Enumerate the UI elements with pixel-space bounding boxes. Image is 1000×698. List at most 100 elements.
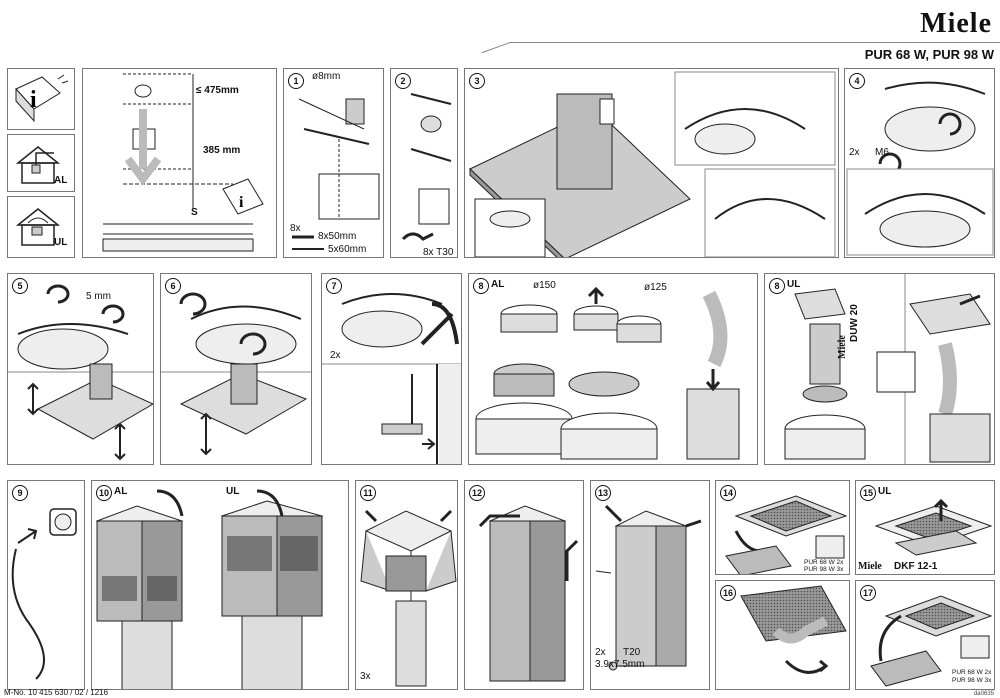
step-number: 5	[12, 278, 28, 294]
step-number: 1	[288, 73, 304, 89]
step-number: 16	[720, 585, 736, 601]
svg-text:i: i	[30, 87, 37, 113]
nut-qty: 2x	[849, 147, 860, 158]
filter-count-pur98: PUR 98 W 3x	[952, 677, 992, 684]
type-al-tag: AL	[491, 279, 505, 290]
dimension-bracket-height: 385 mm	[203, 145, 241, 156]
svg-text:i: i	[239, 194, 244, 211]
part-number: DUW 20	[849, 304, 860, 342]
step-17-panel: 17 PUR 68 W 2x PUR 98 W 3x	[855, 580, 995, 690]
recirculation-module-drawing	[784, 274, 991, 464]
step-6-panel: 6	[160, 273, 312, 465]
step-number: 10	[96, 485, 112, 501]
header-rule	[510, 42, 1000, 43]
step-5-panel: 5 5 mm	[7, 273, 154, 465]
step-7-panel: 7 2x	[321, 273, 462, 465]
height-adjust-drawing	[8, 284, 153, 461]
type-ul-tag: UL	[787, 279, 801, 290]
document-number: M-No. 10 415 630 / 02 / 1216	[4, 688, 109, 697]
dimension-s: S	[191, 207, 198, 218]
step-number: 2	[395, 73, 411, 89]
filter-count-pur68: PUR 68 W 2x	[804, 559, 844, 566]
plug-qty: 8x	[290, 223, 301, 234]
step-8-al-panel: 8 AL ø150 ø125	[468, 273, 758, 465]
part-number: DKF 12-1	[894, 561, 938, 572]
step-number: 3	[469, 73, 485, 89]
duct-diameter-125: ø125	[644, 282, 667, 293]
step-number: 12	[469, 485, 485, 501]
tighten-nuts-drawing	[846, 81, 994, 256]
part-brand: Miele	[858, 561, 882, 572]
type-ul-panel: UL	[7, 196, 75, 258]
screw-qty: 2x	[595, 647, 606, 658]
step-11-panel: 11 3x	[355, 480, 458, 690]
duct-adapter-drawing	[475, 286, 740, 460]
step-15-ul-panel: 15 UL Miele DKF 12-1	[855, 480, 995, 575]
plug-size: 8x50mm	[318, 231, 357, 242]
extraction-mode-icon	[15, 146, 61, 184]
step-number: 8	[769, 278, 785, 294]
screw-qty: 3x	[360, 671, 371, 682]
filter-count-pur68: PUR 68 W 2x	[952, 669, 992, 676]
manual-info-icon: i	[15, 74, 69, 123]
type-al-panel: AL	[7, 134, 75, 192]
type-al-label: AL	[54, 175, 68, 186]
type-al-tag: AL	[114, 486, 128, 497]
step-9-panel: 9	[7, 480, 85, 690]
filter-count-pur98: PUR 98 W 3x	[804, 566, 844, 573]
chimney-fold-drawing	[360, 509, 457, 687]
chimney-install-drawing	[95, 489, 324, 689]
step-10-panel: 10 AL UL	[91, 480, 349, 690]
torx-tool: 8x T30	[423, 247, 454, 258]
header-rule	[481, 42, 511, 54]
wall-bracket-drawing	[401, 93, 452, 241]
screw-size: 3.9x7.5mm	[595, 659, 645, 670]
drill-diameter: ø8mm	[312, 71, 341, 82]
filter-refit-drawing	[870, 595, 993, 687]
torx-tool: T20	[623, 647, 641, 658]
screw-qty: 2x	[330, 350, 341, 361]
part-brand: Miele	[837, 335, 848, 359]
step-number: 14	[720, 485, 736, 501]
step-16-panel: 16	[715, 580, 850, 690]
duct-diameter-150: ø150	[533, 280, 556, 291]
upper-chimney-drawing	[478, 505, 579, 682]
dimensions-panel: i ≤ 475mm 385 mm S	[82, 68, 277, 258]
step-number: 15	[860, 485, 876, 501]
screw-size: 5x60mm	[328, 244, 367, 255]
brand-logo: Miele	[920, 8, 992, 39]
step-number: 7	[326, 278, 342, 294]
step-number: 17	[860, 585, 876, 601]
step-number: 8	[473, 278, 489, 294]
step-number: 4	[849, 73, 865, 89]
plug-in-drawing	[11, 508, 77, 680]
model-title: PUR 68 W, PUR 98 W	[864, 47, 994, 62]
step-number: 6	[165, 278, 181, 294]
step-number: 9	[12, 485, 28, 501]
step-8-ul-panel: 8 UL Miele DUW 20	[764, 273, 995, 465]
step-14-panel: 14 PUR 68 W 2x PUR 98 W 3x	[715, 480, 850, 575]
gap-measurement: 5 mm	[86, 291, 111, 302]
recirculation-mode-icon	[15, 208, 61, 246]
chimney-fix-drawing	[595, 504, 702, 671]
charcoal-filter-drawing	[874, 498, 993, 556]
nut-size: M6	[875, 147, 889, 158]
filter-cleaning-drawing	[740, 585, 847, 674]
info-panel: i	[7, 68, 75, 130]
type-ul-label: UL	[54, 237, 68, 248]
step-13-panel: 13 2x T20 3.9x7.5mm	[590, 480, 710, 690]
step-number: 11	[360, 485, 376, 501]
filter-removal-drawing	[725, 495, 848, 574]
step-1-panel: 1 ø8mm 8x 8x50mm 5x60mm	[283, 68, 384, 258]
drill-holes-drawing	[292, 98, 380, 250]
type-ul-tag: UL	[878, 486, 892, 497]
step-3-panel: 3	[464, 68, 839, 258]
step-number: 13	[595, 485, 611, 501]
type-ul-tag: UL	[226, 486, 240, 497]
step-2-panel: 2 8x T30	[390, 68, 458, 258]
dimension-max-height: ≤ 475mm	[196, 85, 239, 96]
secure-screws-drawing	[322, 293, 461, 464]
level-adjust-drawing	[161, 292, 311, 456]
mounting-dimensions-drawing: i	[102, 73, 264, 252]
hood-hanging-drawing	[469, 71, 836, 257]
